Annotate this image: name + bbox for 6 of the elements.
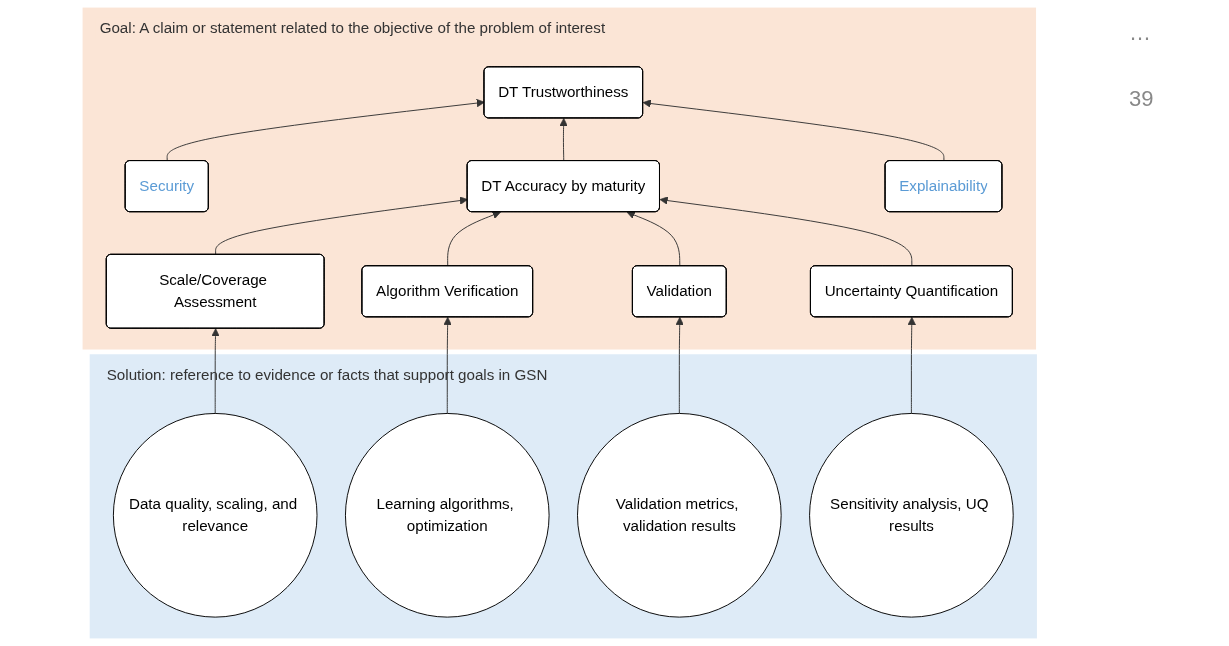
note-text: 39 <box>1129 86 1155 112</box>
node-circle: Validation metrics, validation results <box>577 413 782 618</box>
node-circle: Sensitivity analysis, UQ results <box>809 413 1014 618</box>
node-circle: Data quality, scaling, and relevance <box>113 413 318 618</box>
node-circle: Learning algorithms, optimization <box>345 413 550 618</box>
note-text: … <box>1129 20 1152 46</box>
